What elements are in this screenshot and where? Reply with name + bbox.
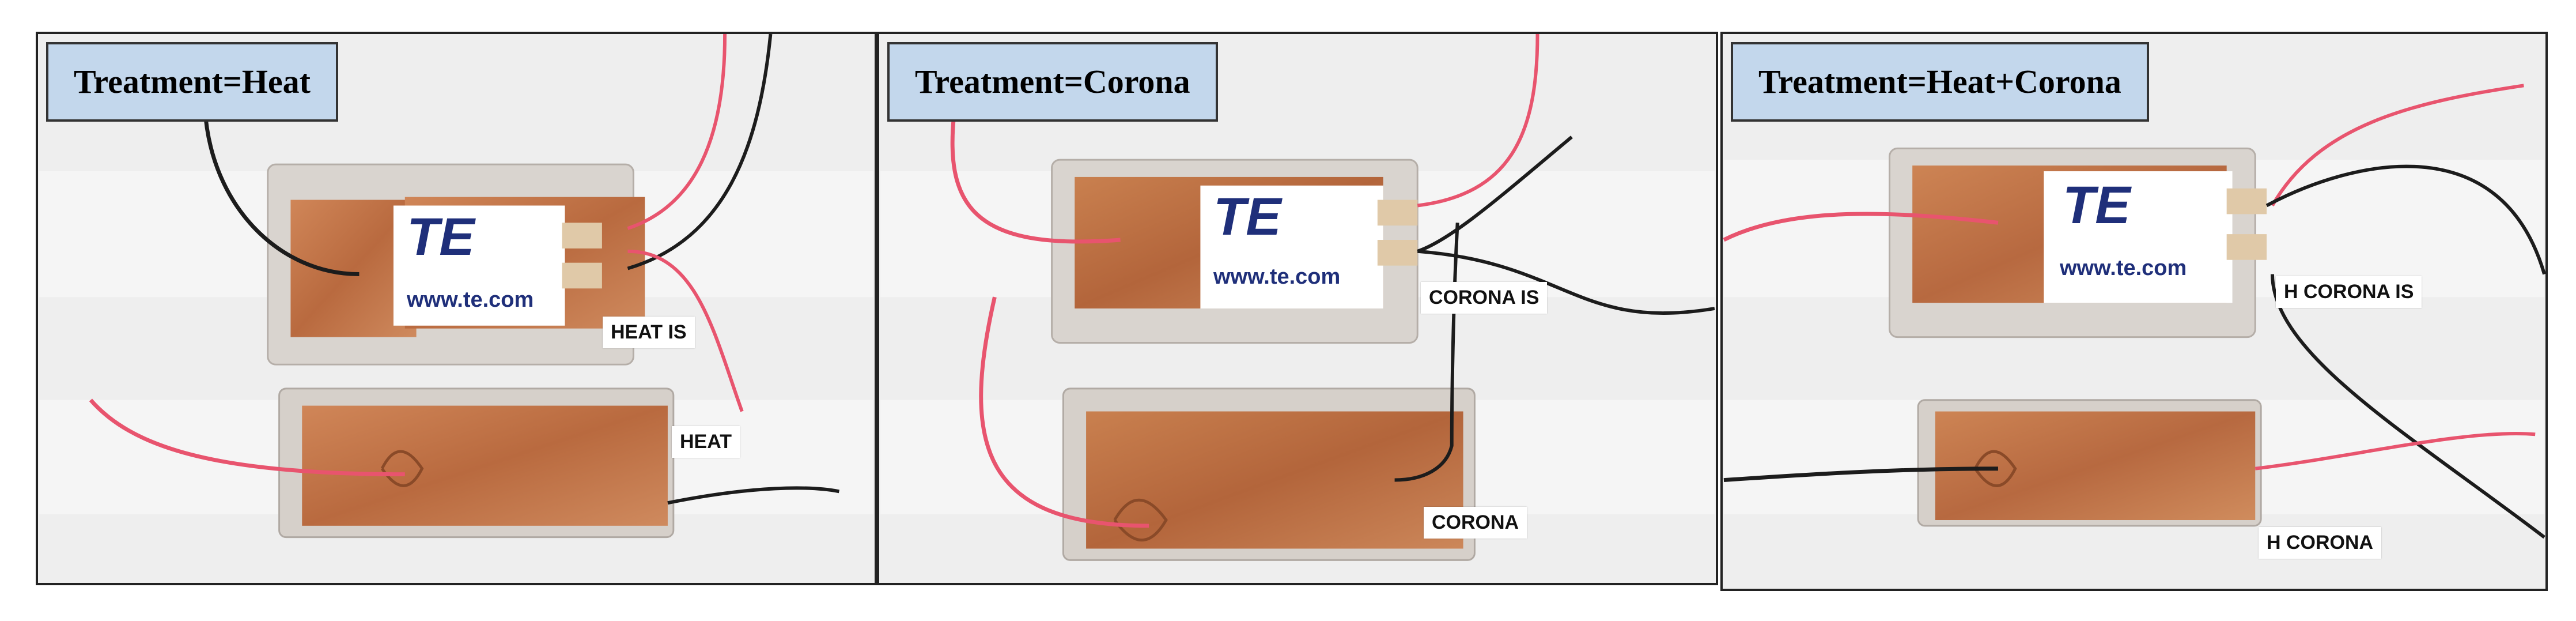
te-logo: TE xyxy=(407,208,475,266)
treatment-label: Treatment=Heat xyxy=(46,42,338,122)
sensor-url-text: www.te.com xyxy=(2060,256,2187,280)
upper-sample-tag: HEAT IS xyxy=(603,317,695,348)
upper-sample-tag: H CORONA IS xyxy=(2276,276,2422,308)
panel-heat-corona: Treatment=Heat+Corona TE www.te.com H CO… xyxy=(1720,32,2548,591)
lower-sample-tag: HEAT xyxy=(672,426,740,458)
upper-sample-tag: CORONA IS xyxy=(1421,282,1548,314)
sensor-url-text: www.te.com xyxy=(1213,265,1341,289)
treatment-label: Treatment=Heat+Corona xyxy=(1731,42,2149,122)
sample-photo-corona xyxy=(880,34,1715,583)
lower-sample-tag: CORONA xyxy=(1424,507,1527,539)
te-logo: TE xyxy=(2063,176,2131,235)
sample-photo-heat-corona xyxy=(1723,34,2545,589)
lower-sample-tag: H CORONA xyxy=(2259,527,2382,559)
sensor-url-text: www.te.com xyxy=(407,288,534,312)
panel-heat: Treatment=Heat TE www.te.com HEAT IS HEA… xyxy=(36,32,877,585)
sample-photo-heat xyxy=(39,34,873,583)
te-logo: TE xyxy=(1213,187,1281,246)
treatment-label: Treatment=Corona xyxy=(887,42,1218,122)
panel-corona: Treatment=Corona TE www.te.com CORONA IS… xyxy=(877,32,1718,585)
